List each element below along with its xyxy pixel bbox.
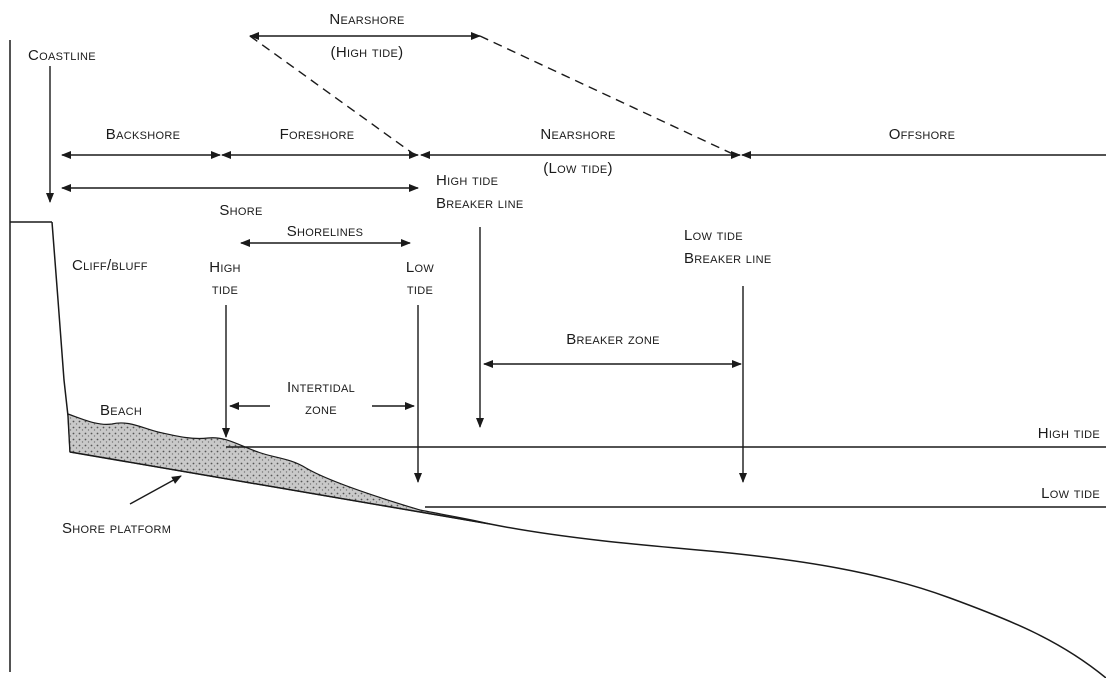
label-shore: Shore	[219, 202, 262, 219]
label-cliff-bluff: Cliff/bluff	[72, 257, 148, 274]
label-low-tide-breaker-1: Low tide	[684, 227, 743, 244]
label-high-tide-shoreline-2: tide	[212, 281, 238, 298]
label-beach: Beach	[100, 402, 142, 419]
label-breaker-zone: Breaker zone	[566, 331, 660, 348]
label-shorelines: Shorelines	[287, 223, 364, 240]
label-nearshore-low-2: (Low tide)	[543, 160, 613, 177]
label-low-tide-breaker-2: Breaker line	[684, 250, 771, 267]
label-foreshore: Foreshore	[280, 126, 355, 143]
label-nearshore-high-2: (High tide)	[331, 44, 404, 61]
label-coastline: Coastline	[28, 47, 96, 64]
cliff-face	[52, 222, 70, 452]
label-high-tide-level: High tide	[1038, 425, 1100, 442]
label-intertidal-1: Intertidal	[287, 379, 355, 396]
label-offshore: Offshore	[889, 126, 956, 143]
label-high-tide-shoreline-1: High	[209, 259, 241, 276]
label-low-tide-shoreline-1: Low	[406, 259, 434, 276]
label-nearshore-high-1: Nearshore	[329, 11, 404, 28]
label-backshore: Backshore	[106, 126, 180, 143]
shore-platform-pointer	[130, 476, 181, 504]
label-intertidal-2: zone	[305, 401, 337, 418]
label-nearshore-low-1: Nearshore	[540, 126, 615, 143]
label-shore-platform: Shore platform	[62, 520, 171, 537]
label-high-tide-breaker-1: High tide	[436, 172, 498, 189]
label-low-tide-shoreline-2: tide	[407, 281, 433, 298]
label-low-tide-level: Low tide	[1041, 485, 1100, 502]
label-high-tide-breaker-2: Breaker line	[436, 195, 523, 212]
sea-floor-profile	[70, 452, 1106, 678]
